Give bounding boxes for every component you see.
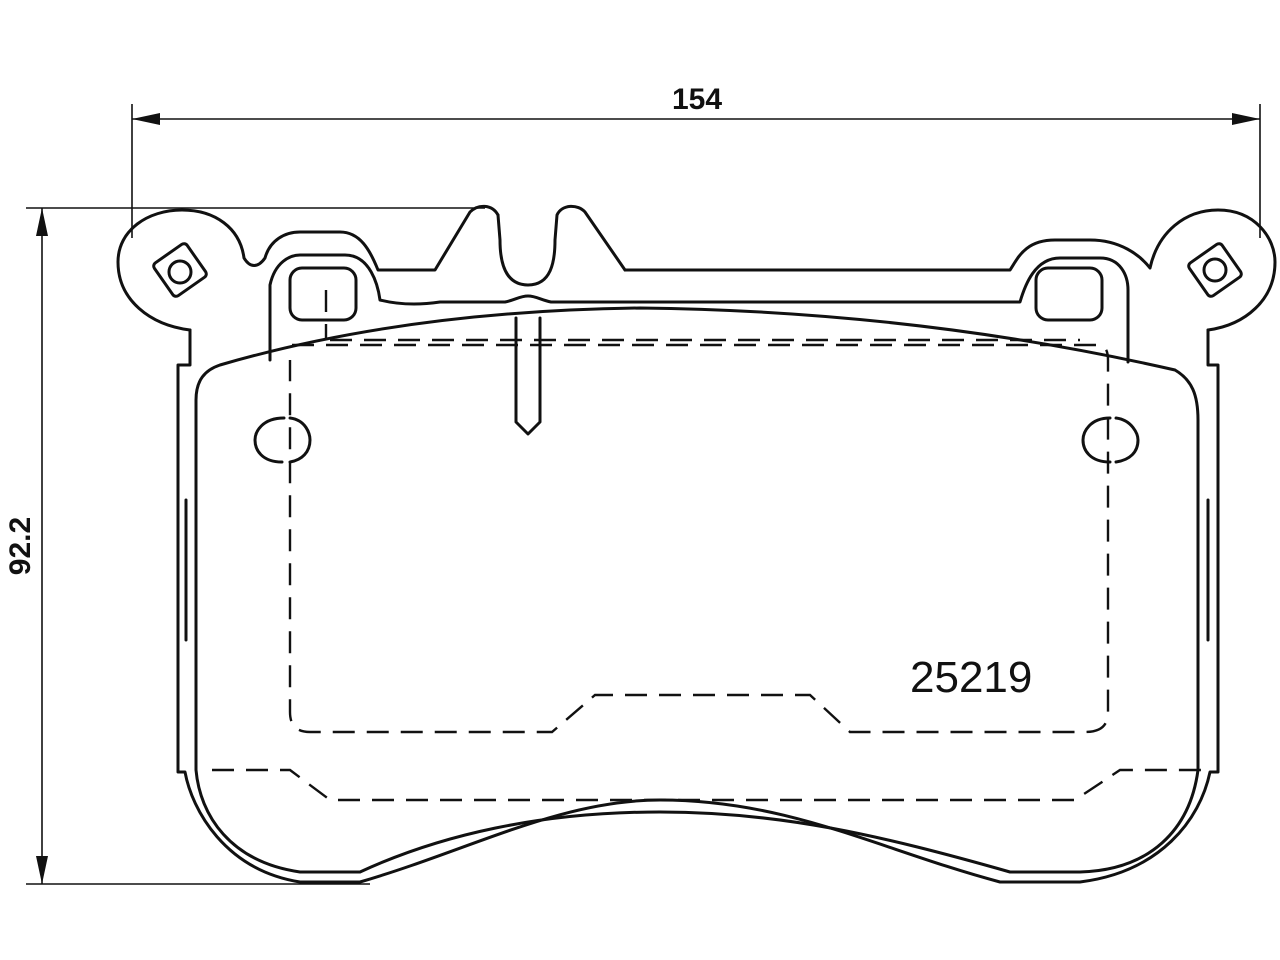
hidden-lower-line — [212, 768, 1210, 802]
right-eyelet — [1187, 242, 1243, 298]
left-eyelet — [152, 242, 208, 298]
wear-sensor-pin — [514, 316, 542, 436]
height-arrow-top — [36, 208, 48, 236]
left-ear — [116, 204, 500, 332]
hidden-outline-inner — [288, 343, 1110, 734]
right-bolt-clip — [1081, 416, 1140, 464]
right-window-slot — [1034, 266, 1104, 322]
left-window-slot — [288, 266, 358, 322]
width-arrow-left — [132, 113, 160, 125]
width-dimension: 154 — [131, 83, 1261, 238]
center-slot — [496, 204, 627, 287]
height-label: 92.2 — [4, 517, 37, 575]
right-ear — [623, 208, 1277, 332]
left-bolt-clip — [253, 416, 312, 464]
height-arrow-bottom — [36, 856, 48, 884]
friction-pad-outline — [194, 306, 1200, 874]
width-label: 154 — [672, 83, 722, 116]
backing-plate-inner-rim — [268, 253, 1130, 364]
height-dimension: 92.2 — [4, 207, 485, 885]
width-arrow-right — [1232, 113, 1260, 125]
part-number: 25219 — [910, 653, 1032, 702]
